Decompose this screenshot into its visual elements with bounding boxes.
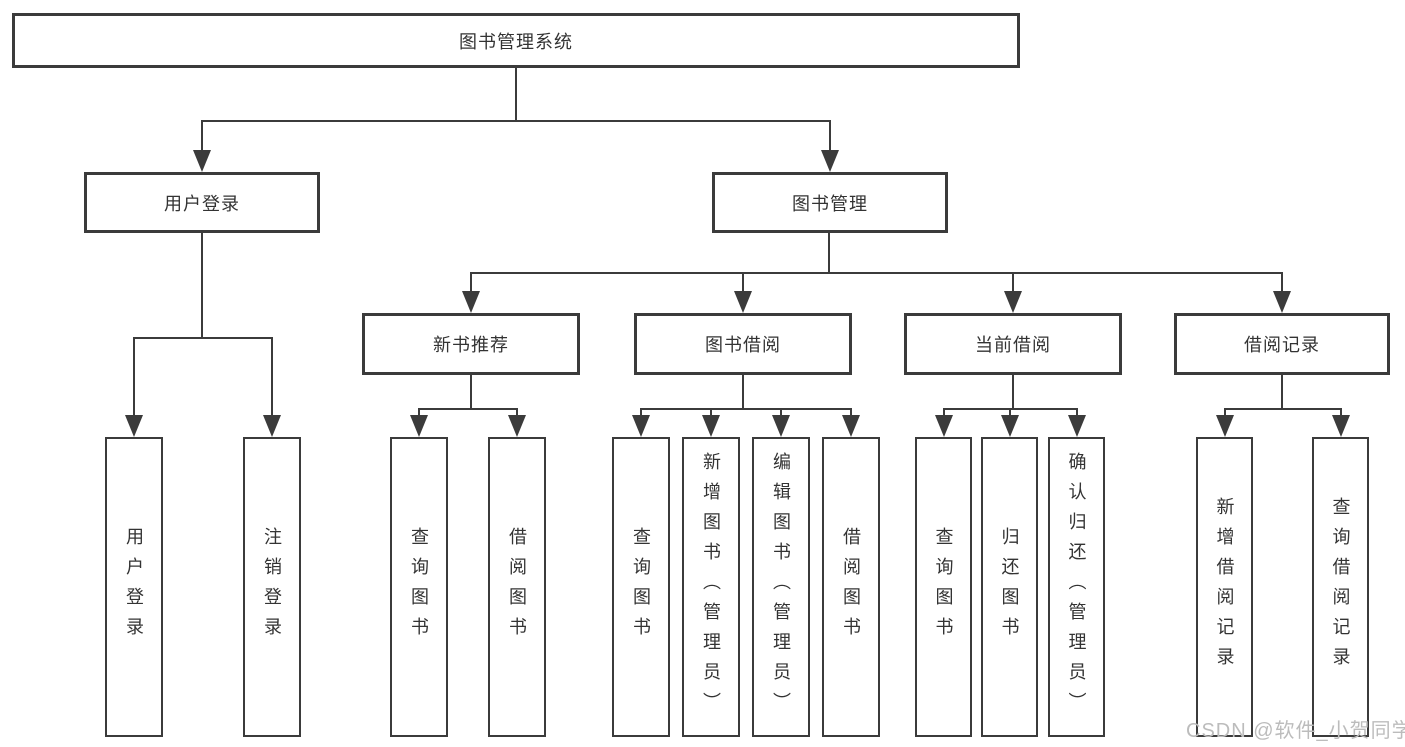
- arrow-to-cu-confirm: [1068, 408, 1086, 437]
- arrow-to-br-add: [702, 408, 720, 437]
- node-library-system: 图书管理系统: [12, 13, 1020, 68]
- connector-user-login-stem: [201, 233, 203, 337]
- connector-records-branch: [1224, 408, 1342, 410]
- connector-new-books-stem: [470, 375, 472, 408]
- connector-records-stem: [1281, 375, 1283, 408]
- leaf-br-query-books: 查询图书: [612, 437, 670, 737]
- leaf-br-borrow-books: 借阅图书: [822, 437, 880, 737]
- arrow-to-borrow: [734, 272, 752, 313]
- leaf-cu-confirm-return-admin: 确认归还（管理员）: [1048, 437, 1105, 737]
- leaf-logout-label: 注销登录: [262, 527, 282, 647]
- leaf-nb-query-books-label: 查询图书: [409, 527, 429, 647]
- node-user-login-label: 用户登录: [164, 193, 240, 214]
- leaf-cu-query-books: 查询图书: [915, 437, 972, 737]
- node-borrow-label: 图书借阅: [705, 335, 781, 355]
- connector-book-mgmt-branch: [470, 272, 1282, 274]
- node-records: 借阅记录: [1174, 313, 1390, 375]
- connector-user-login-branch: [133, 337, 273, 339]
- node-new-books-label: 新书推荐: [433, 335, 509, 355]
- node-borrow: 图书借阅: [634, 313, 852, 375]
- leaf-br-edit-books-admin-label: 编辑图书（管理员）: [771, 452, 791, 722]
- connector-borrow-stem: [742, 375, 744, 408]
- leaf-nb-borrow-books: 借阅图书: [488, 437, 546, 737]
- arrow-to-nb-query: [410, 408, 428, 437]
- leaf-re-query-record: 查询借阅记录: [1312, 437, 1369, 737]
- leaf-user-login: 用户登录: [105, 437, 163, 737]
- leaf-cu-return-books: 归还图书: [981, 437, 1038, 737]
- node-current: 当前借阅: [904, 313, 1122, 375]
- leaf-logout: 注销登录: [243, 437, 301, 737]
- arrow-to-records: [1273, 272, 1291, 313]
- leaf-re-add-record-label: 新增借阅记录: [1214, 497, 1235, 677]
- leaf-user-login-label: 用户登录: [124, 527, 144, 647]
- node-user-login: 用户登录: [84, 172, 320, 233]
- connector-new-books-branch: [418, 408, 518, 410]
- leaf-br-add-books-admin: 新增图书（管理员）: [682, 437, 740, 737]
- arrow-to-nb-borrow: [508, 408, 526, 437]
- leaf-cu-query-books-label: 查询图书: [933, 527, 954, 647]
- arrow-to-cu-return: [1001, 408, 1019, 437]
- node-library-system-label: 图书管理系统: [459, 31, 573, 52]
- arrow-to-re-add: [1216, 408, 1234, 437]
- leaf-nb-query-books: 查询图书: [390, 437, 448, 737]
- leaf-cu-confirm-return-admin-label: 确认归还（管理员）: [1066, 452, 1087, 722]
- arrow-to-new-books: [462, 272, 480, 313]
- leaf-re-query-record-label: 查询借阅记录: [1330, 497, 1351, 677]
- node-book-mgmt-label: 图书管理: [792, 193, 868, 214]
- node-records-label: 借阅记录: [1244, 335, 1320, 355]
- arrow-to-br-query: [632, 408, 650, 437]
- leaf-br-edit-books-admin: 编辑图书（管理员）: [752, 437, 810, 737]
- connector-current-stem: [1012, 375, 1014, 408]
- leaf-re-add-record: 新增借阅记录: [1196, 437, 1253, 737]
- node-new-books: 新书推荐: [362, 313, 580, 375]
- leaf-br-borrow-books-label: 借阅图书: [841, 527, 861, 647]
- arrow-to-book-mgmt: [821, 120, 839, 172]
- arrow-to-user-login: [193, 120, 211, 172]
- arrow-to-cu-query: [935, 408, 953, 437]
- node-book-mgmt: 图书管理: [712, 172, 948, 233]
- arrow-to-br-borrow: [842, 408, 860, 437]
- connector-root-stem: [515, 68, 517, 120]
- node-current-label: 当前借阅: [975, 335, 1051, 355]
- connector-book-mgmt-stem: [828, 233, 830, 272]
- csdn-watermark: CSDN @软件_小贺同学: [1186, 720, 1405, 742]
- leaf-cu-return-books-label: 归还图书: [999, 527, 1020, 647]
- connector-borrow-branch: [640, 408, 852, 410]
- arrow-to-current: [1004, 272, 1022, 313]
- arrow-to-leaf-login: [125, 337, 143, 437]
- leaf-nb-borrow-books-label: 借阅图书: [507, 527, 527, 647]
- arrow-to-re-query: [1332, 408, 1350, 437]
- connector-root-branch: [201, 120, 831, 122]
- leaf-br-add-books-admin-label: 新增图书（管理员）: [701, 452, 721, 722]
- arrow-to-br-edit: [772, 408, 790, 437]
- arrow-to-leaf-logout: [263, 337, 281, 437]
- leaf-br-query-books-label: 查询图书: [631, 527, 651, 647]
